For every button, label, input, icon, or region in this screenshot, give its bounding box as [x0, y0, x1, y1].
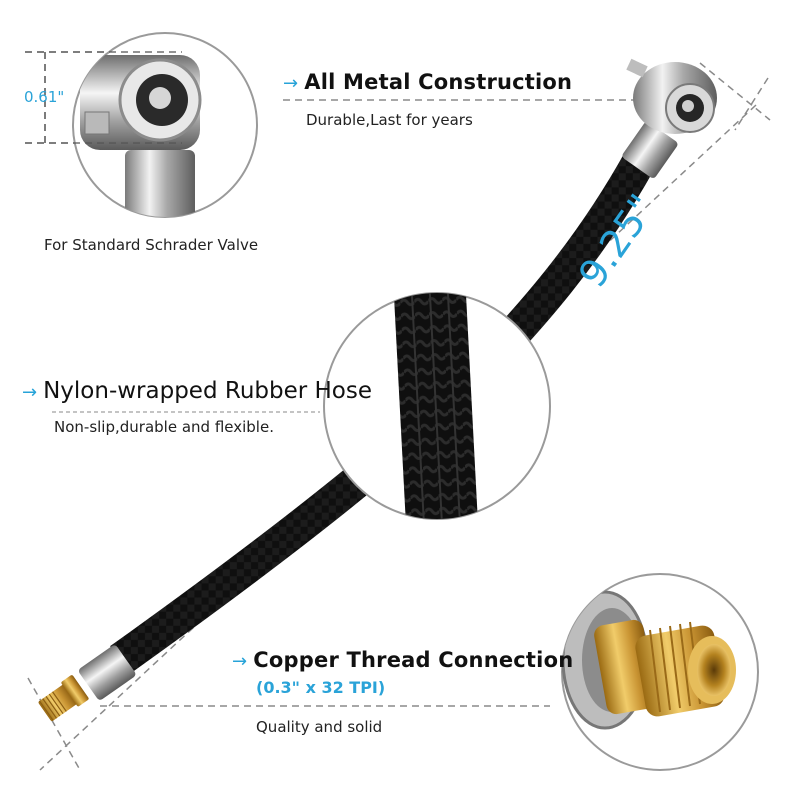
valve-head-dimension-label: 0.61"	[24, 88, 65, 106]
valve-head-caption: For Standard Schrader Valve	[44, 236, 259, 254]
hose-callout-subtitle: Non-slip,durable and flexible.	[54, 418, 274, 436]
hose-callout-title-row: →Nylon-wrapped Rubber Hose	[22, 378, 372, 404]
magnifier-valve-head	[25, 32, 258, 218]
thread-callout-title: Copper Thread Connection	[253, 648, 574, 672]
magnifier-hose	[323, 292, 551, 520]
thread-callout-title-row: →Copper Thread Connection	[232, 648, 573, 672]
valve-head-small	[626, 58, 717, 134]
thread-callout-subtitle: Quality and solid	[256, 718, 383, 736]
metal-callout-title: All Metal Construction	[304, 70, 573, 94]
brass-end-fitting	[38, 675, 89, 721]
metal-callout-title-row: →All Metal Construction	[283, 70, 572, 94]
magnifier-thread	[561, 573, 759, 771]
metal-callout-subtitle: Durable,Last for years	[306, 111, 473, 129]
arrow-right-icon: →	[22, 382, 38, 403]
top-ferrule	[622, 122, 678, 178]
hose-callout-title: Nylon-wrapped Rubber Hose	[43, 378, 373, 404]
thread-spec-label: (0.3" x 32 TPI)	[256, 678, 386, 697]
arrow-right-icon: →	[232, 651, 248, 672]
bottom-ferrule	[79, 645, 136, 700]
arrow-right-icon: →	[283, 73, 299, 94]
